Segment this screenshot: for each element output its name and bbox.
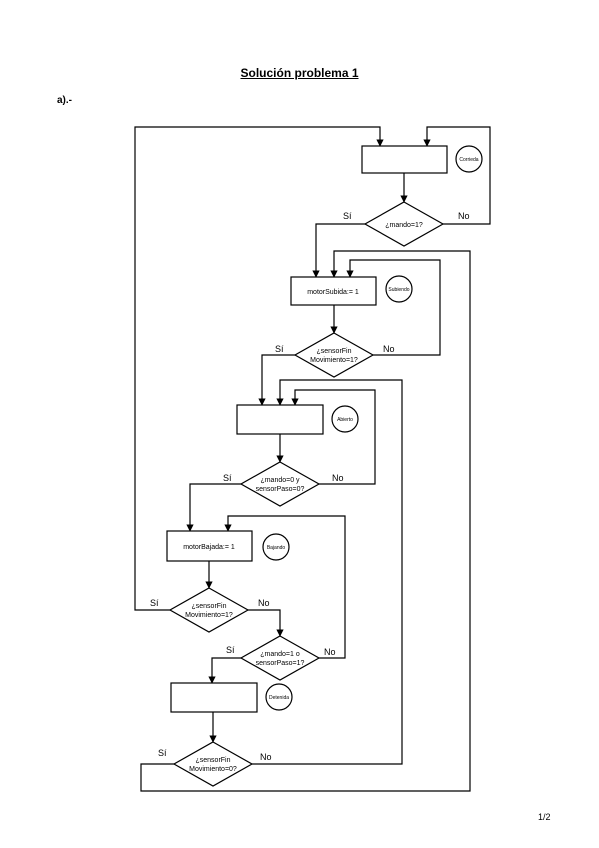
decision-sensor-fin1 <box>293 332 375 378</box>
label-sensor-fin0-yes: Sí <box>158 748 167 758</box>
edge-sensor-fin1-b-yes <box>134 126 384 611</box>
decision-text-sensor-fin1-b-line2: Movimiento=1? <box>185 612 233 619</box>
label-sensor-fin1-b-no: No <box>258 598 270 608</box>
section-label: a).- <box>57 95 72 106</box>
page-number: 1/2 <box>538 812 551 822</box>
label-mando1-yes: Sí <box>343 211 352 221</box>
decision-text-sensor-fin0-line2: Movimiento=0? <box>189 766 237 773</box>
decision-mando1 <box>363 201 445 247</box>
box-label-subiendo: motorSubida:= 1 <box>307 289 359 296</box>
decision-text-sensor-fin1-line2: Movimiento=1? <box>310 357 358 364</box>
state-circle-subiendo <box>385 275 413 303</box>
edge-mando1-no <box>423 126 491 225</box>
state-label-detenido: Detenida <box>269 695 289 701</box>
state-circle-abierto <box>331 405 359 433</box>
edge-sensor-fin1-no <box>346 259 441 356</box>
state-label-bajando: Bajando <box>267 545 286 551</box>
decision-text-mando0-line2: sensorPaso=0? <box>256 486 305 493</box>
decision-sensor-fin0 <box>172 741 254 787</box>
edge-mando1-paso1-yes <box>208 657 241 684</box>
decision-text-sensor-fin1-b-line1: ¿sensorFin <box>191 603 226 610</box>
label-mando1-no: No <box>458 211 470 221</box>
label-mando1-paso1-no: No <box>324 647 336 657</box>
edge-sensor-fin1-yes <box>258 354 295 406</box>
state-circle-bajando <box>262 533 290 561</box>
box-detenido <box>170 682 258 713</box>
label-sensor-fin1-no: No <box>383 344 395 354</box>
edge-mando0-no <box>291 389 376 485</box>
state-circle-detenido <box>265 683 293 711</box>
edge-mando1-yes <box>312 223 365 278</box>
state-label-subiendo: Subiendo <box>388 287 409 293</box>
label-mando1-paso1-yes: Sí <box>226 645 235 655</box>
decision-text-mando1: ¿mando=1? <box>385 222 423 229</box>
box-corriendo <box>361 145 448 174</box>
page-title: Solución problema 1 <box>240 66 359 80</box>
state-label-abierto: Abierto <box>337 417 353 423</box>
label-sensor-fin1-b-yes: Sí <box>150 598 159 608</box>
decision-mando1-paso1 <box>239 635 321 681</box>
decision-text-mando1-paso1-line1: ¿mando=1 o <box>260 651 300 658</box>
decision-text-mando0-line1: ¿mando=0 y <box>260 477 300 484</box>
state-label-corriendo: Corrieda <box>459 157 478 163</box>
decision-text-sensor-fin1-line1: ¿sensorFin <box>316 348 351 355</box>
state-circle-corriendo <box>455 145 483 173</box>
decision-mando0-paso0 <box>239 461 321 507</box>
decision-text-mando1-paso1-line2: sensorPaso=1? <box>256 660 305 667</box>
label-mando0-no: No <box>332 473 344 483</box>
label-sensor-fin1-yes: Sí <box>275 344 284 354</box>
label-sensor-fin0-no: No <box>260 752 272 762</box>
edge-mando0-yes <box>186 483 241 532</box>
edge-mando1-paso1-no <box>224 515 346 659</box>
decision-sensor-fin1-b <box>168 587 250 633</box>
box-abierto <box>236 404 324 435</box>
edge-sensor-fin1-b-no <box>248 609 284 637</box>
edge-sensor-fin0-yes <box>140 250 471 792</box>
label-mando0-yes: Sí <box>223 473 232 483</box>
edge-sensor-fin0-no <box>252 379 403 765</box>
decision-text-sensor-fin0-line1: ¿sensorFin <box>195 757 230 764</box>
box-label-bajando: motorBajada:= 1 <box>183 544 235 551</box>
